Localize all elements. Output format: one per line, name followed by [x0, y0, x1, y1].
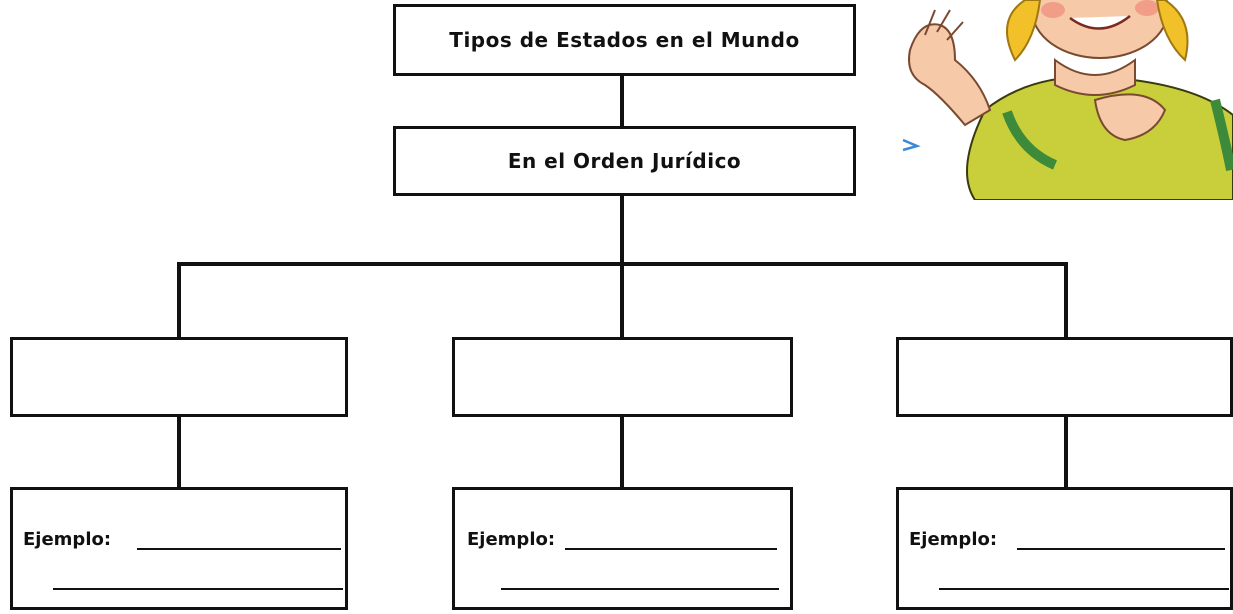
- level2-label: En el Orden Jurídico: [507, 149, 742, 173]
- example-box-right: Ejemplo:: [896, 487, 1233, 610]
- girl-hair-left: [1006, 0, 1042, 62]
- girl-cheek-left: [1041, 2, 1065, 18]
- example-label-left: Ejemplo:: [23, 529, 112, 550]
- example-center-answer-line-1[interactable]: [565, 548, 777, 550]
- branch-drop-right: [1064, 262, 1068, 338]
- level2-box: En el Orden Jurídico: [393, 126, 856, 196]
- girl-shirt: [966, 75, 1233, 200]
- girl-neck: [1054, 58, 1136, 96]
- connector-level2-to-branch: [620, 195, 624, 265]
- category-center-blank-area[interactable]: [461, 346, 784, 408]
- category-box-left: [10, 337, 348, 417]
- girl-hand-on-chest: [1093, 93, 1167, 142]
- blue-mark: [902, 138, 921, 152]
- example-label-right: Ejemplo:: [909, 529, 998, 550]
- girl-raised-hand: [908, 23, 992, 127]
- connector-root-to-level2: [620, 75, 624, 127]
- connector-category-left-to-example: [177, 416, 181, 488]
- example-left-answer-line-1[interactable]: [137, 548, 341, 550]
- girl-sleeve-trim-left: [1002, 110, 1058, 170]
- root-box: Tipos de Estados en el Mundo: [393, 4, 856, 76]
- example-box-center: Ejemplo:: [452, 487, 793, 610]
- connector-category-center-to-example: [620, 416, 624, 488]
- girl-sleeve-trim-right: [1210, 98, 1233, 171]
- cartoon-girl-illustration: [902, 0, 1233, 200]
- category-right-blank-area[interactable]: [905, 346, 1224, 408]
- branch-drop-left: [177, 262, 181, 338]
- category-box-right: [896, 337, 1233, 417]
- example-center-answer-line-2[interactable]: [501, 588, 779, 590]
- girl-cheek-right: [1135, 0, 1159, 16]
- girl-hair-right: [1155, 0, 1189, 62]
- category-box-center: [452, 337, 793, 417]
- example-box-left: Ejemplo:: [10, 487, 348, 610]
- category-left-blank-area[interactable]: [19, 346, 339, 408]
- example-left-answer-line-2[interactable]: [53, 588, 343, 590]
- connector-category-right-to-example: [1064, 416, 1068, 488]
- example-right-answer-line-2[interactable]: [939, 588, 1229, 590]
- example-label-center: Ejemplo:: [467, 529, 556, 550]
- branch-drop-center: [620, 262, 624, 338]
- example-right-answer-line-1[interactable]: [1017, 548, 1225, 550]
- girl-smile: [1069, 15, 1131, 30]
- root-label: Tipos de Estados en el Mundo: [449, 28, 800, 52]
